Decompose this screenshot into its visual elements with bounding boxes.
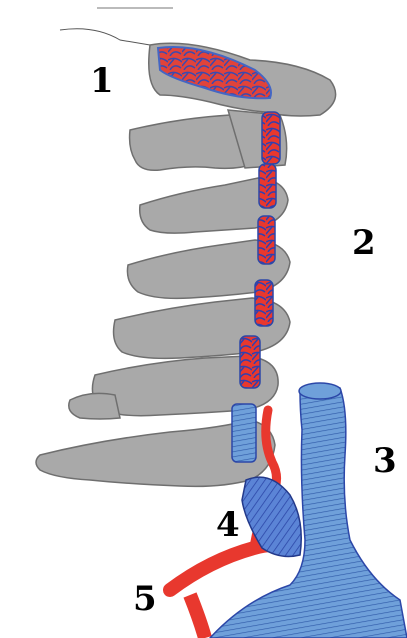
label-2: 2: [352, 226, 376, 260]
vertebral-plexus-seg-1: [262, 112, 280, 164]
subclavian-artery-down: [190, 595, 205, 638]
jugular-vein-top: [299, 383, 341, 399]
c6-spinous: [69, 393, 120, 419]
label-3: 3: [373, 444, 397, 478]
vertebral-vein-tube: [232, 404, 256, 462]
label-4: 4: [216, 508, 240, 542]
vertebral-plexus-seg-5: [240, 336, 260, 388]
skull-base-line: [60, 29, 150, 45]
vertebral-plexus-seg-4: [255, 280, 273, 326]
vertebral-plexus-seg-3: [258, 216, 275, 264]
label-1: 1: [90, 64, 114, 98]
label-5: 5: [133, 582, 157, 616]
vertebral-plexus-seg-2: [259, 164, 276, 208]
